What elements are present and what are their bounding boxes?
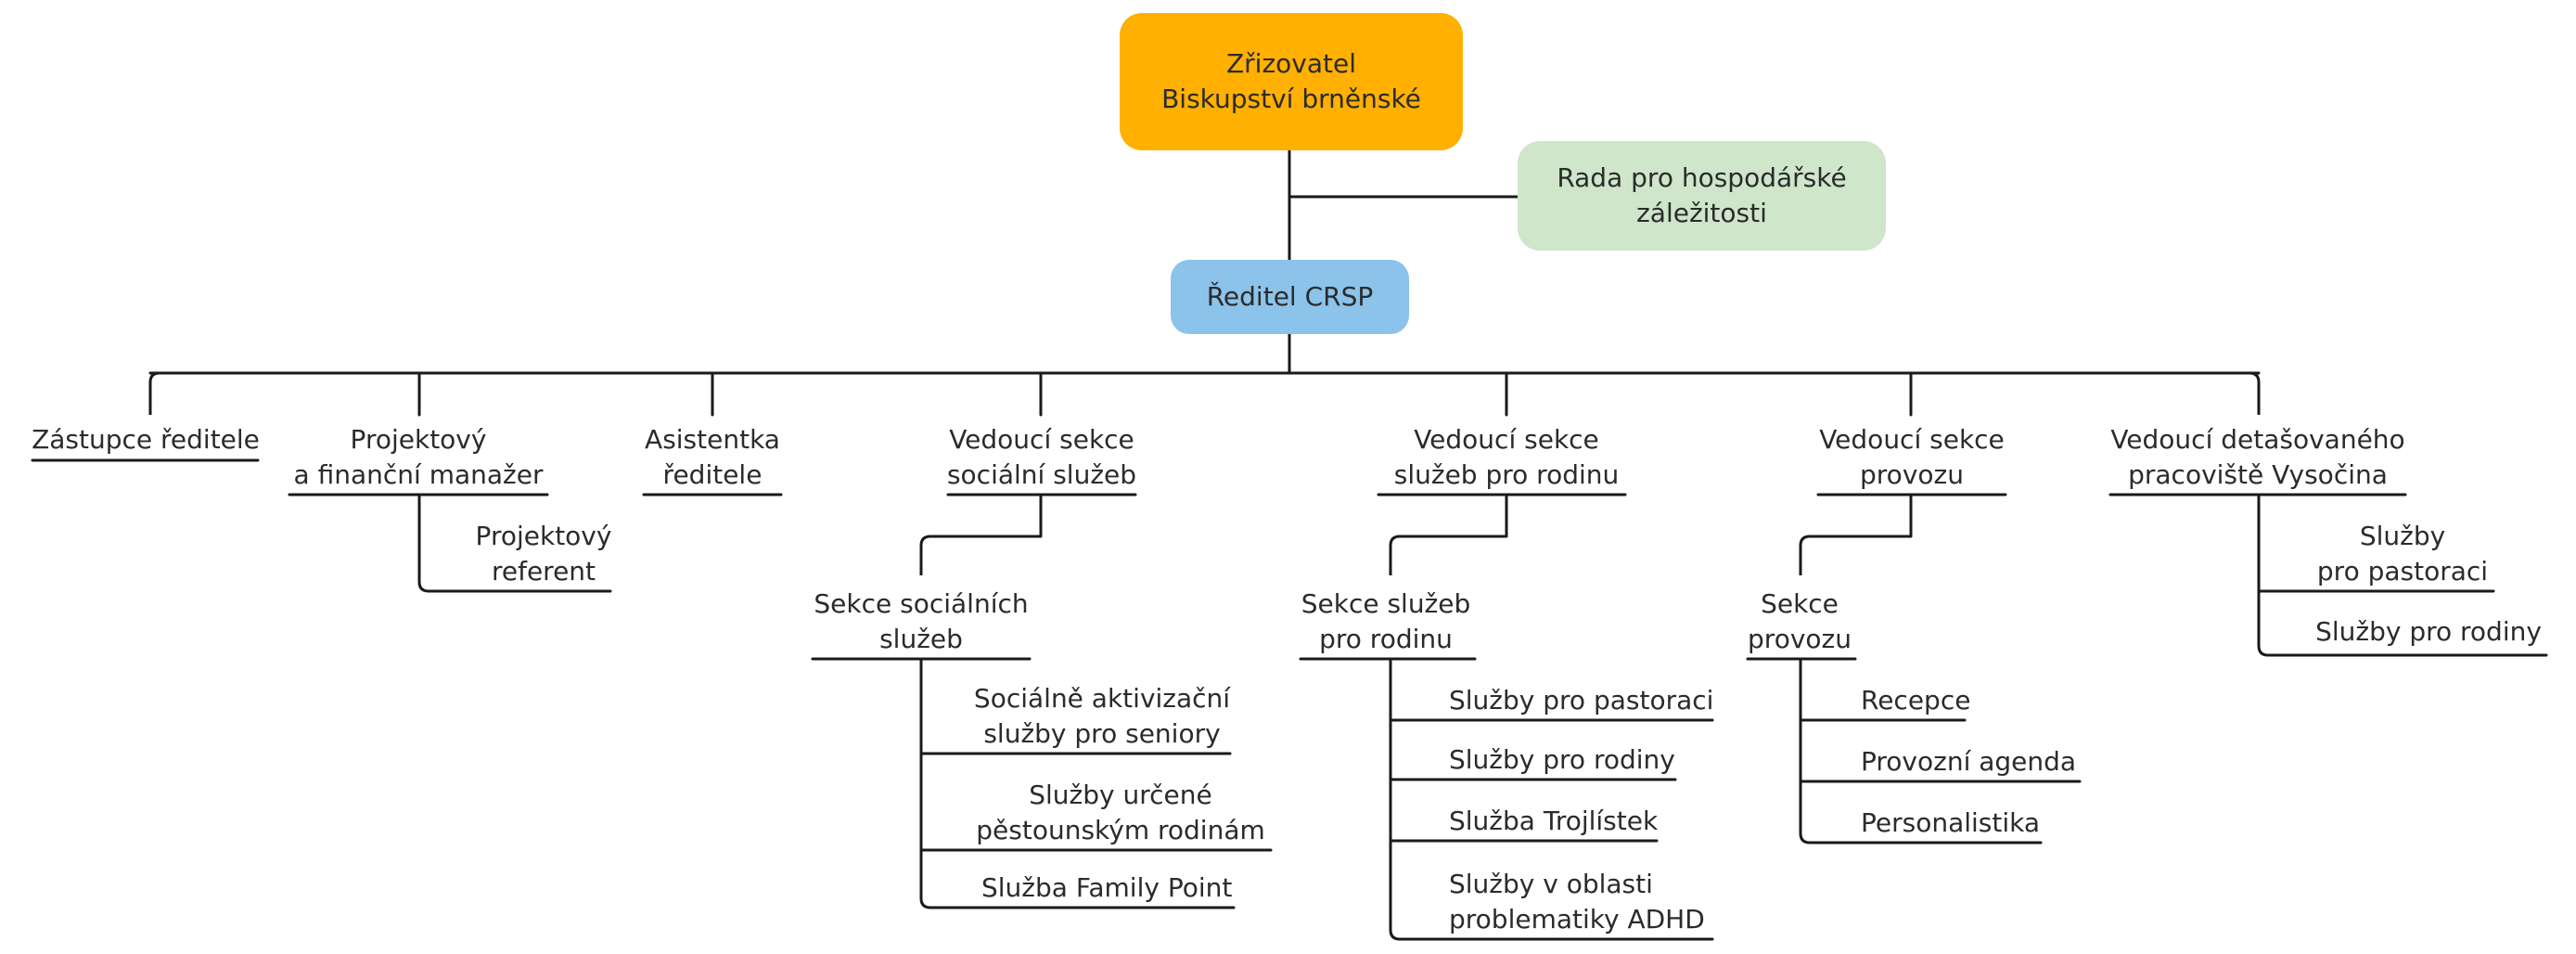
connector-social-items bbox=[919, 659, 974, 909]
connector-vysocina-items bbox=[2257, 495, 2313, 657]
social-item-1: Sociálně aktivizační služby pro seniory bbox=[974, 681, 1230, 752]
deputy-text: Zástupce ředitele bbox=[32, 424, 260, 455]
council-line-1: Rada pro hospodářské bbox=[1557, 162, 1847, 193]
family-item-3: Služba Trojlístek bbox=[1449, 804, 1658, 839]
family-section-line-2: pro rodinu bbox=[1319, 624, 1453, 654]
project-manager-label: Projektový a finanční manažer bbox=[294, 422, 544, 493]
social-item-2: Služby určené pěstounským rodinám bbox=[976, 778, 1265, 848]
family-item-4-line-2: problematiky ADHD bbox=[1449, 904, 1705, 935]
connector-drop-vysocina-head bbox=[2249, 371, 2261, 415]
social-section-line-2: služeb bbox=[879, 624, 963, 654]
vysocina-item-1-line-2: pro pastoraci bbox=[2316, 556, 2489, 587]
family-item-2: Služby pro rodiny bbox=[1449, 742, 1675, 778]
operations-head-line-2: provozu bbox=[1860, 459, 1964, 490]
social-head-line-1: Vedoucí sekce bbox=[949, 424, 1134, 455]
council-box: Rada pro hospodářské záležitosti bbox=[1518, 141, 1886, 251]
project-officer-line-2: referent bbox=[491, 556, 596, 587]
social-item-3-line-1: Služba Family Point bbox=[981, 872, 1233, 903]
founder-box: Zřizovatel Biskupství brněnské bbox=[1120, 13, 1463, 150]
family-item-1-line-1: Služby pro pastoraci bbox=[1449, 685, 1714, 716]
social-item-1-line-1: Sociálně aktivizační bbox=[973, 683, 1231, 714]
operations-section-label: Sekce provozu bbox=[1748, 587, 1852, 657]
vysocina-head-label: Vedoucí detašovaného pracoviště Vysočina bbox=[2110, 422, 2404, 493]
social-item-2-line-1: Služby určené bbox=[1029, 780, 1212, 810]
project-officer-line-1: Projektový bbox=[475, 521, 612, 551]
connector-project-officer bbox=[417, 495, 473, 593]
social-head-line-2: sociální služeb bbox=[946, 459, 1137, 490]
project-manager-line-2: a finanční manažer bbox=[293, 459, 544, 490]
operations-item-2-line-1: Provozní agenda bbox=[1861, 746, 2077, 777]
family-item-3-line-1: Služba Trojlístek bbox=[1449, 806, 1659, 836]
family-item-2-line-1: Služby pro rodiny bbox=[1449, 744, 1675, 775]
deputy-label: Zástupce ředitele bbox=[32, 422, 260, 458]
director-label: Ředitel CRSP bbox=[1206, 281, 1374, 312]
family-head-label: Vedoucí sekce služeb pro rodinu bbox=[1394, 422, 1619, 493]
vysocina-head-line-1: Vedoucí detašovaného bbox=[2110, 424, 2405, 455]
family-head-line-2: služeb pro rodinu bbox=[1393, 459, 1620, 490]
family-section-label: Sekce služeb pro rodinu bbox=[1301, 587, 1471, 657]
social-item-1-line-2: služby pro seniory bbox=[983, 718, 1221, 749]
project-manager-line-1: Projektový bbox=[350, 424, 487, 455]
social-item-3: Služba Family Point bbox=[981, 870, 1232, 906]
social-head-label: Vedoucí sekce sociální služeb bbox=[947, 422, 1136, 493]
assistant-label: Asistentka ředitele bbox=[645, 422, 780, 493]
connector-drop-deputy bbox=[148, 371, 160, 415]
connector-family-section bbox=[1389, 495, 1508, 575]
founder-line-2: Biskupství brněnské bbox=[1161, 84, 1421, 114]
social-section-label: Sekce sociálních služeb bbox=[814, 587, 1028, 657]
vysocina-item-1-line-1: Služby bbox=[2359, 521, 2446, 551]
family-item-4: Služby v oblasti problematiky ADHD bbox=[1449, 867, 1705, 937]
family-item-4-line-1: Služby v oblasti bbox=[1449, 869, 1653, 899]
assistant-line-2: ředitele bbox=[662, 459, 763, 490]
founder-line-1: Zřizovatel bbox=[1225, 48, 1356, 79]
operations-head-line-1: Vedoucí sekce bbox=[1819, 424, 2005, 455]
vysocina-item-2-line-1: Služby pro rodiny bbox=[2315, 616, 2542, 647]
operations-item-3: Personalistika bbox=[1861, 806, 2040, 841]
family-item-1: Služby pro pastoraci bbox=[1449, 683, 1713, 718]
family-head-line-1: Vedoucí sekce bbox=[1414, 424, 1599, 455]
vysocina-head-line-2: pracoviště Vysočina bbox=[2128, 459, 2388, 490]
vysocina-item-2: Služby pro rodiny bbox=[2315, 614, 2542, 650]
operations-item-1-line-1: Recepce bbox=[1861, 685, 1971, 716]
underlines bbox=[31, 458, 2548, 941]
director-box: Ředitel CRSP bbox=[1171, 260, 1409, 334]
council-line-2: záležitosti bbox=[1636, 198, 1767, 228]
operations-section-line-1: Sekce bbox=[1761, 588, 1839, 619]
operations-section-line-2: provozu bbox=[1748, 624, 1852, 654]
connector-family-items bbox=[1389, 659, 1443, 941]
operations-item-2: Provozní agenda bbox=[1861, 744, 2076, 780]
family-section-line-1: Sekce služeb bbox=[1301, 588, 1471, 619]
connector-operations-items bbox=[1799, 659, 1853, 844]
social-item-2-line-2: pěstounským rodinám bbox=[976, 815, 1265, 845]
connector-operations-section bbox=[1799, 495, 1913, 575]
project-officer-label: Projektový referent bbox=[476, 519, 612, 589]
connector-social-section bbox=[919, 495, 1043, 575]
operations-item-3-line-1: Personalistika bbox=[1861, 807, 2041, 838]
operations-head-label: Vedoucí sekce provozu bbox=[1819, 422, 2005, 493]
social-section-line-1: Sekce sociálních bbox=[814, 588, 1029, 619]
operations-item-1: Recepce bbox=[1861, 683, 1970, 718]
assistant-line-1: Asistentka bbox=[645, 424, 780, 455]
vysocina-item-1: Služby pro pastoraci bbox=[2317, 519, 2488, 589]
